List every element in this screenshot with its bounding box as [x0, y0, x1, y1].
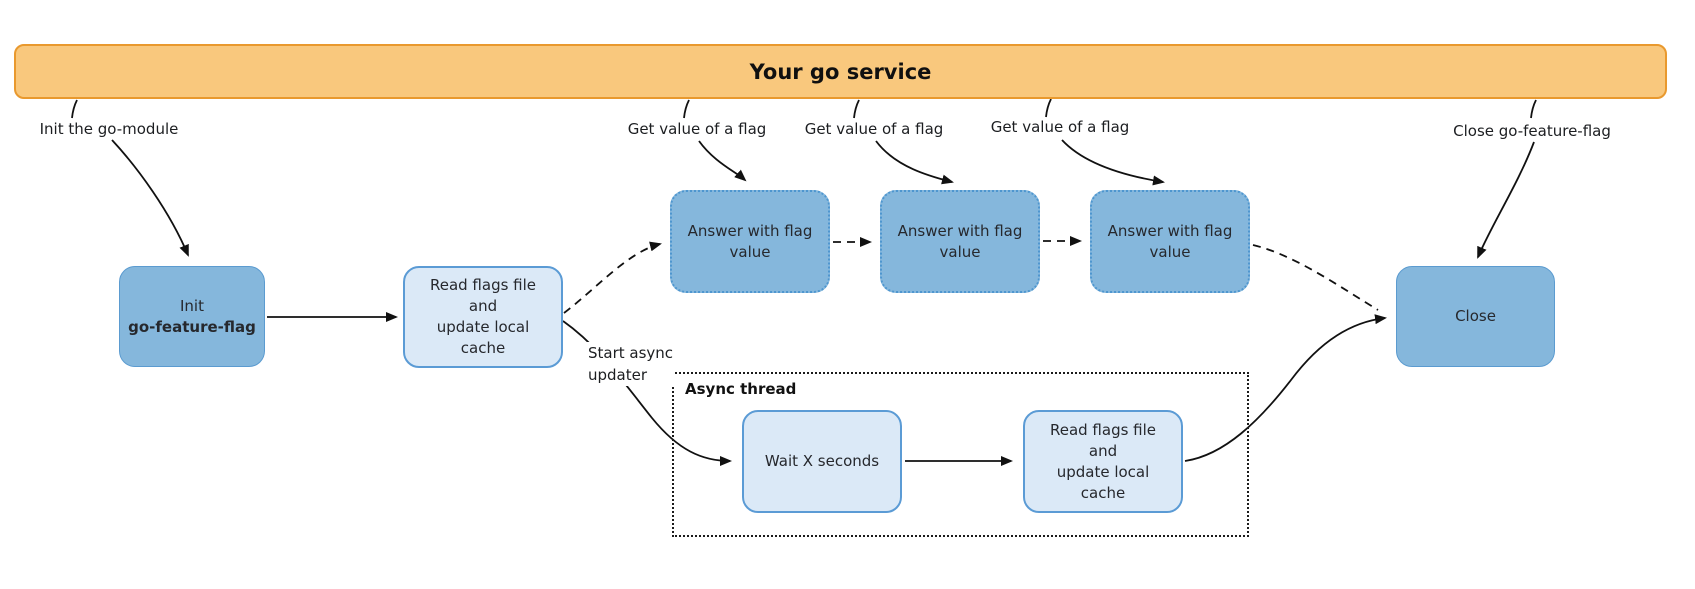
arrow-getflag2-to-answer2 — [875, 140, 954, 185]
node-init-line2: go-feature-flag — [128, 317, 256, 336]
label-init-go-module: Init the go-module — [39, 120, 179, 138]
arrow-getflag1-to-answer1 — [698, 140, 747, 182]
node-answer-flag-3: Answer with flag value — [1090, 190, 1250, 293]
node-read-flags-file: Read flags file and update local cache — [403, 266, 563, 368]
service-banner-title: Your go service — [749, 59, 932, 84]
label-get-value-2: Get value of a flag — [804, 120, 944, 138]
tick-get-flag-2 — [853, 99, 860, 119]
tick-close-gff — [1530, 99, 1537, 119]
arrow-getflag3-to-answer3 — [1061, 139, 1165, 186]
label-close-go-feature-flag: Close go-feature-flag — [1453, 122, 1611, 140]
node-init-go-feature-flag: Init go-feature-flag — [119, 266, 265, 367]
tick-get-flag-1 — [683, 99, 690, 119]
service-banner: Your go service — [14, 44, 1667, 99]
arrow-closegff-to-close — [1477, 141, 1535, 259]
node-init-line1: Init — [180, 296, 204, 315]
arrow-asyncread-to-close — [1184, 314, 1387, 462]
arrow-initmodule-to-init — [111, 139, 189, 257]
label-get-value-3: Get value of a flag — [990, 118, 1130, 136]
node-answer-flag-1: Answer with flag value — [670, 190, 830, 293]
async-thread-label: Async thread — [682, 380, 800, 398]
arrow-answer3-to-close — [1252, 244, 1379, 311]
arrow-readflags-to-answer1 — [563, 241, 662, 314]
tick-get-flag-3 — [1045, 98, 1052, 118]
label-start-async-updater: Start async updater — [586, 342, 676, 386]
node-answer-flag-2: Answer with flag value — [880, 190, 1040, 293]
node-wait-x-seconds: Wait X seconds — [742, 410, 902, 513]
tick-init-module — [71, 99, 78, 119]
node-async-read-flags: Read flags file and update local cache — [1023, 410, 1183, 513]
async-thread-container: Async thread — [672, 372, 1249, 537]
node-close: Close — [1396, 266, 1555, 367]
label-get-value-1: Get value of a flag — [627, 120, 767, 138]
